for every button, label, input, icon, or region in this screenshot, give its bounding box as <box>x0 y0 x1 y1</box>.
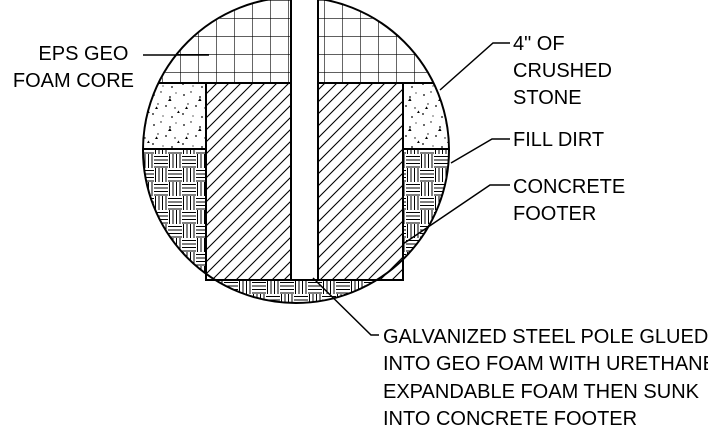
label-fill-dirt: FILL DIRT <box>513 129 604 151</box>
leader-concrete-footer <box>402 184 510 245</box>
leader-steel-pole <box>312 277 379 336</box>
leader-fill-dirt <box>450 138 510 164</box>
galvanized-steel-pole <box>290 0 319 281</box>
detail-circle-outline <box>142 0 450 304</box>
crushed-stone-right <box>403 83 449 149</box>
label-steel-pole-note: GALVANIZED STEEL POLE GLUED INTO GEO FOA… <box>383 326 708 430</box>
label-eps-geo-foam-core: EPS GEO FOAM CORE <box>13 43 134 92</box>
label-crushed-stone: 4" OF CRUSHED STONE <box>513 33 617 109</box>
leader-crushed-stone <box>439 42 510 91</box>
label-concrete-footer: CONCRETE FOOTER <box>513 176 631 225</box>
